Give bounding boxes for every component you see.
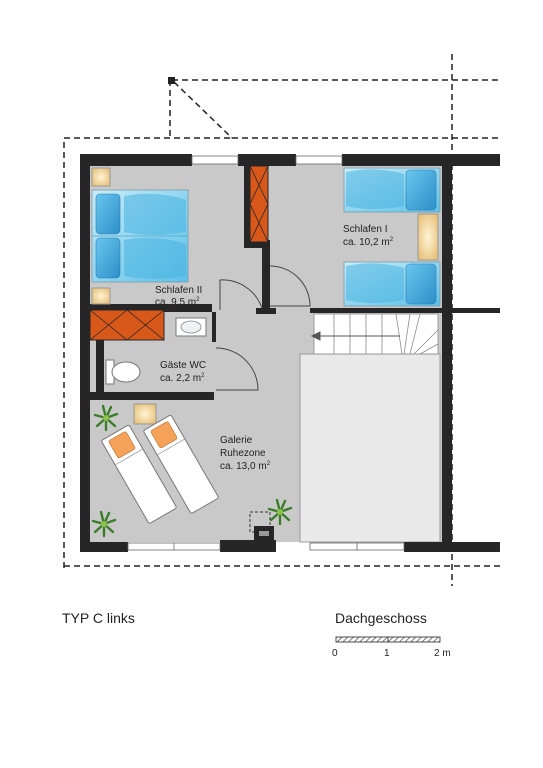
bottom-windows: [127, 542, 405, 551]
interior-walls: [88, 164, 500, 400]
door-swing-bedroom-2: [219, 279, 263, 310]
scale-tick-0: 0: [332, 648, 338, 659]
top-windows: [191, 155, 343, 165]
svg-text:Schlafen II: Schlafen II: [155, 285, 202, 296]
plant-icon: [93, 404, 119, 432]
floor-label: Dachgeschoss: [335, 610, 427, 626]
svg-text:Ruhezone: Ruhezone: [220, 448, 266, 459]
bed-schlafen-ii: [91, 189, 189, 283]
bedside-lamp-icon: [91, 287, 111, 305]
svg-text:ca. 10,2 m2: ca. 10,2 m2: [343, 237, 394, 248]
room-label-galerie: Galerie Ruhezone ca. 13,0 m2: [220, 435, 271, 472]
room-label-gaeste-wc: Gäste WC ca. 2,2 m2: [160, 360, 206, 384]
staircase: [313, 313, 439, 355]
svg-text:ca. 13,0 m2: ca. 13,0 m2: [220, 461, 271, 472]
plant-icon: [91, 510, 117, 538]
wardrobe-bedroom-2: [89, 309, 165, 341]
scale-bar: 0 1 2 m: [332, 636, 451, 659]
exterior-walls: [80, 154, 500, 552]
room-label-schlafen-ii: Schlafen II ca. 9,5 m2: [155, 285, 202, 308]
roof-corner-marker: [168, 77, 175, 84]
chimney-stove-icon: [249, 511, 274, 540]
lounge-chair-right: [143, 414, 219, 514]
scale-tick-1: 1: [384, 648, 390, 659]
bed-schlafen-i-top: [343, 167, 441, 213]
toilet-icon: [105, 359, 141, 385]
type-label: TYP C links: [62, 610, 135, 626]
room-label-schlafen-i: Schlafen I ca. 10,2 m2: [343, 224, 394, 248]
door-swing-bedroom-1: [269, 265, 311, 307]
bedside-lamp-icon: [417, 213, 439, 261]
plant-icon: [267, 498, 293, 526]
lounge-chair-left: [101, 424, 177, 524]
stair-direction-arrow: [310, 331, 400, 341]
wardrobe-bedroom-1: [249, 165, 269, 243]
door-swing-wc: [215, 347, 259, 391]
bedside-lamp-icon: [91, 167, 111, 187]
scale-tick-2: 2 m: [434, 648, 451, 659]
stair-void: [299, 353, 441, 543]
sink-icon: [175, 317, 207, 337]
svg-text:ca. 2,2 m2: ca. 2,2 m2: [160, 373, 205, 384]
svg-text:Schlafen I: Schlafen I: [343, 224, 387, 235]
svg-text:Gäste WC: Gäste WC: [160, 360, 206, 371]
side-table-lamp-icon: [133, 403, 157, 425]
svg-text:ca. 9,5 m2: ca. 9,5 m2: [155, 297, 200, 308]
svg-text:Galerie: Galerie: [220, 435, 253, 446]
bed-schlafen-i-bottom: [343, 261, 441, 307]
